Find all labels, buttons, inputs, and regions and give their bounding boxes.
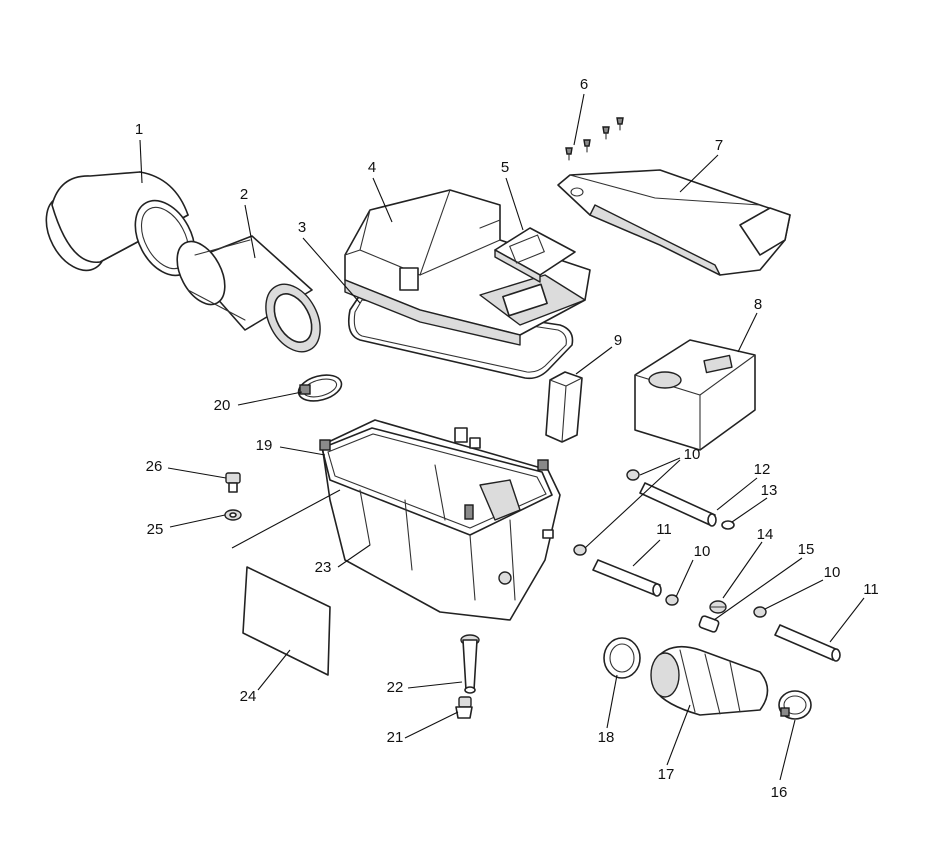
part-airbox-lid	[344, 189, 591, 346]
part-hose-clamp-c	[665, 594, 679, 606]
part-clip	[721, 520, 735, 530]
callout-15: 15	[798, 541, 815, 558]
leader-lines	[139, 93, 865, 781]
callout-17: 17	[658, 766, 675, 783]
callout-18: 18	[598, 729, 615, 746]
callout-13: 13	[761, 482, 778, 499]
callout-1: 1	[135, 121, 143, 138]
callout-5: 5	[501, 159, 509, 176]
callout-3: 3	[298, 219, 306, 236]
part-hose-clamp-d	[753, 606, 767, 618]
part-lid-gasket	[347, 294, 574, 380]
screw-icon	[616, 117, 624, 131]
callout-7: 7	[715, 137, 723, 154]
callout-11a: 11	[656, 521, 672, 538]
callout-4: 4	[368, 159, 376, 176]
part-clamp-small	[778, 690, 812, 720]
part-hose-clamp-a	[626, 469, 640, 481]
callout-22: 22	[387, 679, 404, 696]
part-bolt	[225, 472, 241, 493]
callout-24: 24	[240, 688, 257, 705]
callout-10c: 10	[824, 564, 841, 581]
part-foam-bar	[545, 371, 583, 443]
part-drain-plug	[455, 696, 473, 719]
part-filter-sleeve	[45, 171, 196, 277]
callout-20: 20	[214, 397, 231, 414]
callout-8: 8	[754, 296, 762, 313]
part-intake-duct	[557, 169, 791, 276]
part-check-valve	[698, 615, 720, 633]
callout-11b: 11	[863, 581, 879, 598]
callout-12: 12	[754, 461, 771, 478]
part-foam-block	[634, 339, 756, 451]
screw-icon	[602, 126, 610, 140]
callout-9: 9	[614, 332, 622, 349]
part-filter-element	[176, 235, 321, 353]
part-coupling-ring	[603, 637, 641, 679]
callout-19: 19	[256, 437, 273, 454]
part-airbox-base	[319, 419, 561, 621]
callout-2: 2	[240, 186, 248, 203]
callout-23: 23	[315, 559, 332, 576]
part-clamp-large	[297, 374, 343, 402]
screw-icon	[565, 147, 573, 161]
callout-10b: 10	[694, 543, 711, 560]
callout-26: 26	[146, 458, 163, 475]
part-hose-lower-right	[774, 624, 841, 662]
part-hose-clip	[709, 600, 727, 614]
screw-icon	[583, 139, 591, 153]
part-drain-tube	[460, 634, 480, 694]
callout-6: 6	[580, 76, 588, 93]
part-label-sheet	[242, 566, 331, 676]
part-hose-upper	[639, 482, 717, 527]
part-access-cover	[494, 227, 576, 283]
part-screws	[565, 117, 624, 161]
callout-labels: 1 2 3 4 5 6 7 8 9 10 10 10 11 11 12 13 1…	[135, 76, 879, 801]
callout-21: 21	[387, 729, 404, 746]
callout-14: 14	[757, 526, 774, 543]
callout-16: 16	[771, 784, 788, 801]
callout-10a: 10	[684, 446, 701, 463]
callout-25: 25	[147, 521, 164, 538]
part-hose-clamp-b	[573, 544, 587, 556]
part-washer	[224, 509, 242, 521]
part-intake-boot	[650, 645, 769, 716]
part-hose-lower-left	[592, 559, 662, 597]
